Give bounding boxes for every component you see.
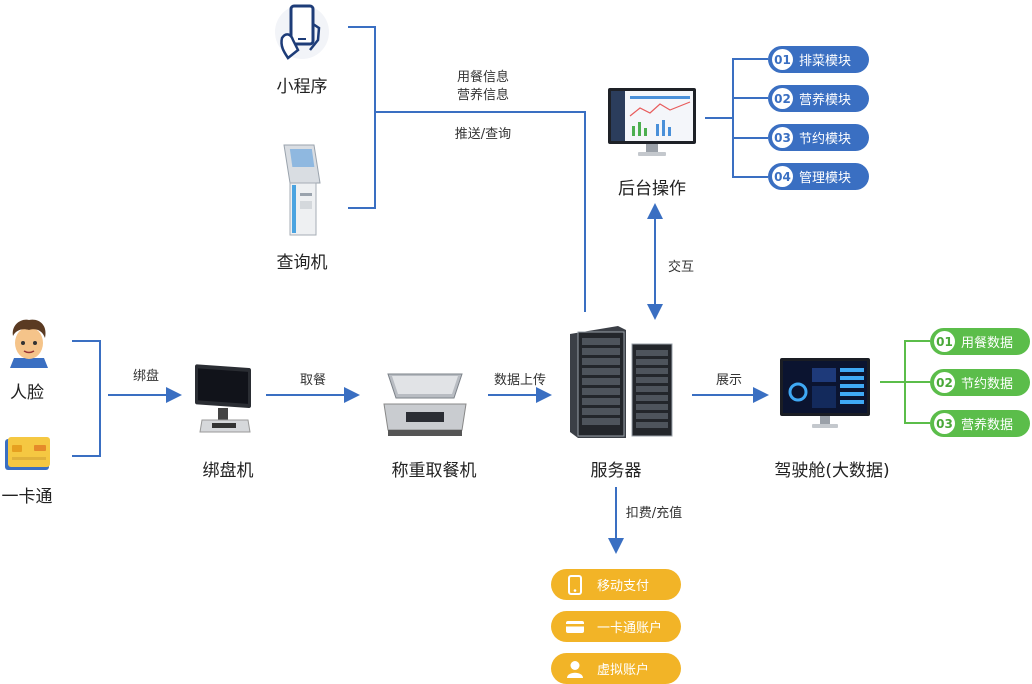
module-number: 02 [772, 88, 793, 109]
module-label: 管理模块 [799, 171, 852, 186]
face-icon [8, 318, 50, 368]
module-pill: 01 排菜模块 [768, 46, 869, 73]
card-icon [4, 436, 52, 472]
module-number: 01 [772, 49, 793, 70]
node-server: 服务器 [590, 461, 642, 481]
module-pill: 04 管理模块 [768, 163, 869, 190]
phone-hand-icon [274, 2, 330, 60]
payment-mobile: 移动支付 [551, 569, 681, 600]
node-binder: 绑盘机 [202, 461, 254, 481]
payment-label: 虚拟账户 [597, 663, 650, 678]
bracket-modules [732, 58, 768, 178]
server-icon [566, 322, 678, 440]
module-pill: 03 节约模块 [768, 124, 869, 151]
phone-icon [565, 574, 585, 595]
module-label: 排菜模块 [799, 54, 852, 69]
edge-label-display: 展示 [715, 373, 743, 388]
dashboard-monitor-icon [778, 356, 872, 430]
edge-label-upload: 数据上传 [493, 373, 547, 388]
payment-label: 一卡通账户 [597, 621, 663, 636]
user-icon [565, 659, 585, 679]
line-to-server-top [375, 111, 586, 312]
data-pill: 02 节约数据 [930, 369, 1030, 396]
data-number: 02 [934, 372, 955, 393]
data-pill: 01 用餐数据 [930, 328, 1030, 355]
edge-label-info-1: 用餐信息 [456, 70, 510, 85]
data-number: 01 [934, 331, 955, 352]
monitor-icon [606, 86, 698, 158]
payment-card: 一卡通账户 [551, 611, 681, 642]
data-pill: 03 营养数据 [930, 410, 1030, 437]
edge-label-charge: 扣费/充值 [625, 506, 683, 521]
node-miniprogram: 小程序 [276, 77, 328, 97]
edge-label-info-2: 营养信息 [456, 88, 510, 103]
edge-label-push-query: 推送/查询 [454, 127, 512, 142]
edge-label-bind: 绑盘 [132, 369, 160, 384]
module-number: 04 [772, 166, 793, 187]
module-label: 节约模块 [799, 132, 852, 147]
bracket-left [72, 340, 101, 457]
node-face: 人脸 [10, 383, 44, 403]
module-number: 03 [772, 127, 793, 148]
data-number: 03 [934, 413, 955, 434]
data-label: 营养数据 [961, 418, 1014, 433]
edge-label-take-meal: 取餐 [299, 373, 327, 388]
node-card: 一卡通 [1, 487, 53, 507]
kiosk-icon [276, 143, 326, 238]
payment-label: 移动支付 [597, 579, 650, 594]
node-cockpit: 驾驶舱(大数据) [774, 461, 890, 481]
node-scale: 称重取餐机 [391, 461, 477, 481]
terminal-icon [192, 362, 254, 434]
edge-label-interact: 交互 [667, 260, 695, 275]
module-pill: 02 营养模块 [768, 85, 869, 112]
module-label: 营养模块 [799, 93, 852, 108]
data-label: 节约数据 [961, 377, 1014, 392]
data-label: 用餐数据 [961, 336, 1014, 351]
bracket-top [348, 26, 376, 209]
node-kiosk: 查询机 [276, 253, 328, 273]
scale-icon [382, 368, 468, 438]
node-backend: 后台操作 [618, 179, 686, 199]
payment-virtual: 虚拟账户 [551, 653, 681, 684]
card-icon [565, 617, 585, 637]
